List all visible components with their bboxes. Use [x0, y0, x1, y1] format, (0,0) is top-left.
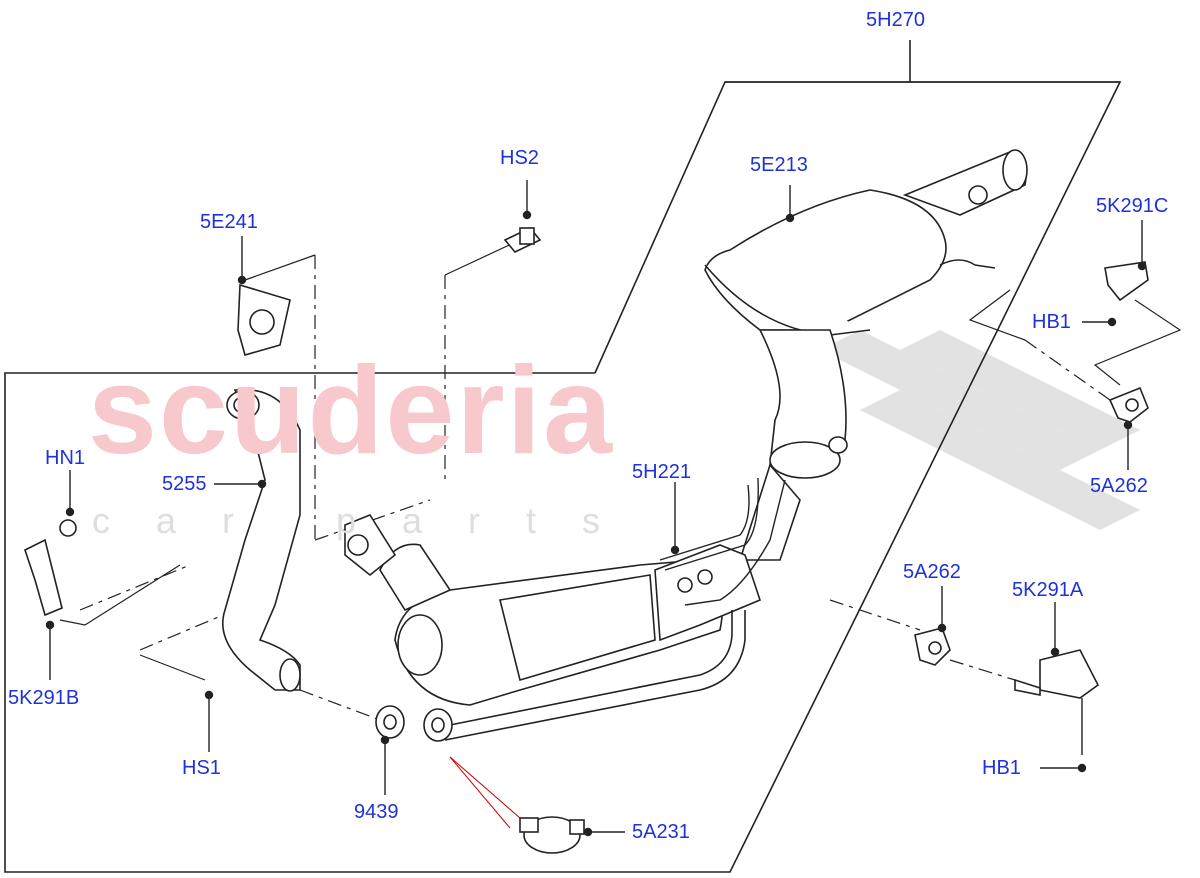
catalytic-converter — [344, 514, 761, 706]
watermark-checker — [820, 330, 1140, 530]
gasket-5E241 — [237, 283, 291, 356]
hanger-5A262-mid — [914, 627, 951, 666]
callout-5A231[interactable]: 5A231 — [632, 821, 690, 843]
callout-5A262-mid[interactable]: 5A262 — [903, 561, 961, 583]
callout-5K291B[interactable]: 5K291B — [8, 687, 80, 709]
callout-5E213[interactable]: 5E213 — [750, 154, 808, 176]
group-frames — [4, 40, 1122, 873]
callout-5K291C[interactable]: 5K291C — [1096, 195, 1169, 217]
clamp-5A231 — [519, 816, 585, 854]
intermediate-pipe — [738, 329, 848, 561]
callout-5H270[interactable]: 5H270 — [866, 9, 925, 31]
lower-pipe — [444, 610, 746, 741]
callout-HN1[interactable]: HN1 — [45, 447, 86, 469]
callout-leaders — [45, 180, 1147, 837]
callout-9439[interactable]: 9439 — [354, 801, 399, 823]
callout-5E241[interactable]: 5E241 — [200, 211, 258, 233]
callout-5H221[interactable]: 5H221 — [632, 461, 691, 483]
gaskets-9439 — [375, 705, 453, 742]
highlight-leaders — [449, 756, 521, 829]
hanger-5A262-right — [1108, 386, 1149, 423]
rear-muffler — [704, 149, 1028, 336]
callout-HB1-bottom[interactable]: HB1 — [982, 757, 1021, 779]
front-pipe — [221, 388, 301, 692]
solid-brackets — [59, 239, 1182, 681]
bolt-HS2 — [503, 227, 542, 253]
callout-5A262-right[interactable]: 5A262 — [1090, 475, 1148, 497]
bracket-5K291A — [1014, 649, 1100, 699]
bracket-5K291B — [24, 519, 77, 617]
callout-5255[interactable]: 5255 — [162, 473, 207, 495]
callout-HB1-top[interactable]: HB1 — [1032, 311, 1071, 333]
callout-HS2[interactable]: HS2 — [500, 147, 539, 169]
bracket-5K291C — [1104, 261, 1149, 302]
callout-5K291A[interactable]: 5K291A — [1012, 579, 1084, 601]
callout-HS1[interactable]: HS1 — [182, 757, 221, 779]
sensor-tubes — [659, 477, 786, 606]
